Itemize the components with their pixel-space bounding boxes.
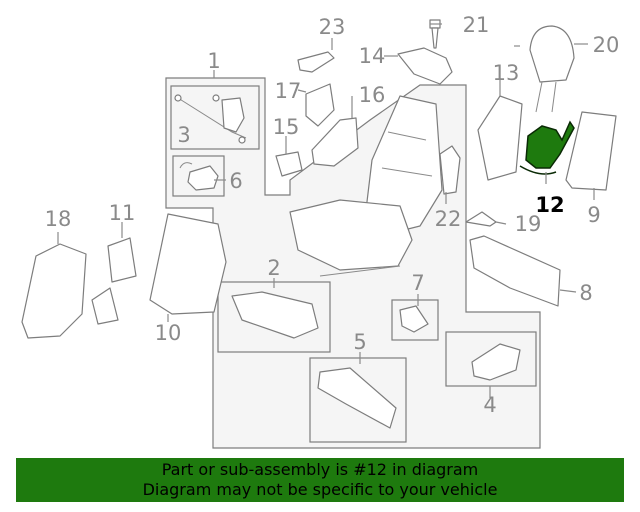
callout-19: 19	[515, 212, 542, 236]
callout-13: 13	[493, 61, 520, 85]
part-20-headrest	[529, 25, 575, 113]
part-18	[21, 243, 87, 339]
callout-17: 17	[275, 79, 302, 103]
callout-9: 9	[587, 203, 600, 227]
part-12-highlighted	[519, 120, 575, 175]
seat-frame	[289, 95, 443, 277]
part-22	[439, 145, 461, 195]
callout-20: 20	[593, 33, 620, 57]
callout-7: 7	[411, 271, 424, 295]
callout-21: 21	[463, 13, 490, 37]
part-23	[297, 51, 335, 73]
part-14	[397, 47, 453, 85]
part-19	[465, 211, 497, 227]
part-3-cable	[174, 94, 247, 144]
callout-10: 10	[155, 321, 182, 345]
leader-lines	[57, 23, 595, 398]
part-2	[231, 291, 319, 339]
part-7	[399, 305, 429, 333]
part-17	[305, 83, 335, 127]
part-16	[311, 117, 359, 167]
callout-18: 18	[45, 207, 72, 231]
part-8	[469, 235, 561, 307]
callout-3: 3	[177, 123, 190, 147]
banner-line-1: Part or sub-assembly is #12 in diagram	[161, 460, 479, 479]
part-10	[149, 213, 227, 315]
callout-11: 11	[109, 201, 136, 225]
callout-8: 8	[579, 281, 592, 305]
banner-line-2: Diagram may not be specific to your vehi…	[142, 480, 498, 499]
part-6-clip	[172, 155, 225, 197]
callout-1: 1	[207, 49, 220, 73]
part-9	[565, 111, 617, 191]
part-13	[477, 95, 523, 181]
callout-15: 15	[273, 115, 300, 139]
info-banner: Part or sub-assembly is #12 in diagram D…	[16, 458, 624, 502]
callout-5: 5	[353, 330, 366, 354]
callout-14: 14	[359, 44, 386, 68]
callout-6: 6	[229, 169, 242, 193]
callout-12: 12	[535, 193, 564, 217]
part-5	[317, 367, 397, 429]
part-15	[275, 151, 303, 177]
callout-2: 2	[267, 256, 280, 280]
part-4	[471, 343, 521, 381]
part-11	[91, 237, 137, 325]
callout-16: 16	[359, 83, 386, 107]
callout-4: 4	[483, 393, 496, 417]
callout-23: 23	[319, 15, 346, 39]
callout-22: 22	[435, 207, 462, 231]
